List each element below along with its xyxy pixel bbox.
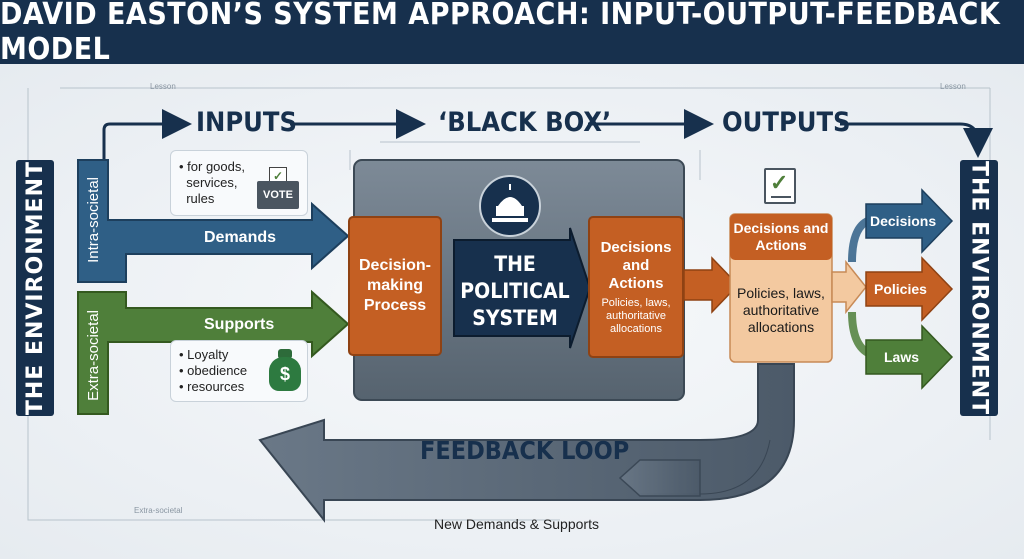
top-flow-arrows — [102, 109, 993, 162]
supports-note-1: • Loyalty — [179, 347, 229, 362]
policies-output-label: Policies — [874, 281, 927, 297]
outputs-box-sub: Policies, laws, authoritative allocation… — [737, 284, 825, 335]
policies-output-arrow — [865, 256, 954, 322]
capitol-icon — [479, 175, 541, 237]
feedback-caption: New Demands & Supports — [434, 516, 599, 532]
feedback-tail — [618, 459, 701, 497]
outputs-header: OUTPUTS — [722, 107, 851, 138]
feedback-header: FEEDBACK LOOP — [420, 436, 630, 465]
title-banner: DAVID EASTON’S SYSTEM APPROACH: INPUT-OU… — [0, 0, 1024, 67]
decisions-output-arrow — [865, 188, 954, 254]
black-box-header: ‘BLACK BOX’ — [438, 107, 612, 138]
supports-note-3: • resources — [179, 379, 245, 394]
decisions-output-label: Decisions — [870, 213, 937, 229]
extra-societal-bottom: Extra-societal — [134, 506, 183, 515]
vote-label: VOTE — [257, 181, 299, 209]
demands-arrow — [77, 159, 350, 283]
inputs-header: INPUTS — [196, 107, 297, 138]
demands-note-1: • for goods, — [179, 159, 245, 174]
ballot-box-icon: ✓ VOTE — [257, 167, 299, 211]
political-system-title: THE POLITICAL SYSTEM — [460, 251, 570, 330]
extra-societal-side: Extra-societal — [84, 309, 102, 401]
demands-label: Demands — [204, 229, 277, 246]
laws-output-arrow — [865, 324, 954, 390]
demands-notes-card: • for goods, services, rules ✓ VOTE — [170, 150, 308, 216]
outputs-box-title: Decisions and Actions — [733, 220, 829, 253]
environment-right: THE ENVIRONMENT — [960, 160, 998, 416]
laws-output-label: Laws — [884, 349, 920, 365]
to-outputs-arrow — [683, 256, 740, 314]
supports-arrow — [77, 289, 350, 415]
political-system-arrow — [453, 227, 592, 349]
checklist-icon: ✓ — [764, 168, 796, 204]
system-decisions-box: Decisions and Actions Policies, laws, au… — [588, 216, 684, 358]
demands-note-3: rules — [179, 191, 215, 206]
outputs-box-head — [730, 214, 832, 260]
decision-making-process: Decision-making Process — [348, 216, 442, 356]
supports-label: Supports — [204, 316, 275, 333]
intra-societal-side: Intra-societal — [84, 177, 102, 263]
supports-note-2: • obedience — [179, 363, 248, 378]
page-title: DAVID EASTON’S SYSTEM APPROACH: INPUT-OU… — [0, 0, 1001, 67]
lesson-label-left: Lesson — [150, 82, 176, 91]
money-bag-icon: $ — [269, 349, 301, 393]
demands-note-2: services, — [179, 175, 238, 190]
supports-notes-card: • Loyalty • obedience • resources $ — [170, 340, 308, 402]
environment-left: THE ENVIRONMENT — [16, 160, 54, 416]
lesson-label-right: Lesson — [940, 82, 966, 91]
